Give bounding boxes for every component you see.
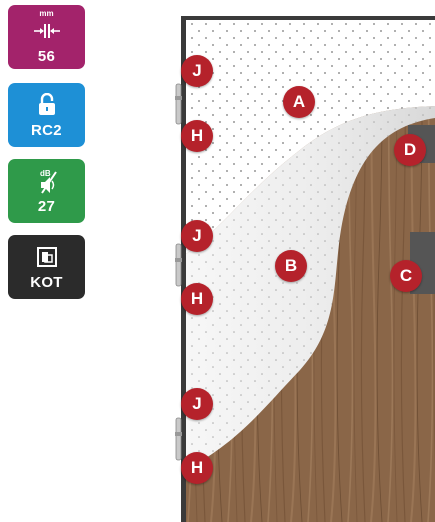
marker-c: C bbox=[390, 260, 422, 292]
marker-j-upper: J bbox=[181, 55, 213, 87]
hinge-middle bbox=[175, 244, 182, 286]
marker-b: B bbox=[275, 250, 307, 282]
marker-h-upper: H bbox=[181, 120, 213, 152]
marker-h-lower: H bbox=[181, 452, 213, 484]
marker-j-middle: J bbox=[181, 220, 213, 252]
marker-d: D bbox=[394, 134, 426, 166]
hinge-lower bbox=[175, 418, 182, 460]
hinge-upper bbox=[175, 84, 182, 124]
marker-h-middle: H bbox=[181, 283, 213, 315]
marker-a: A bbox=[283, 86, 315, 118]
marker-j-lower: J bbox=[181, 388, 213, 420]
